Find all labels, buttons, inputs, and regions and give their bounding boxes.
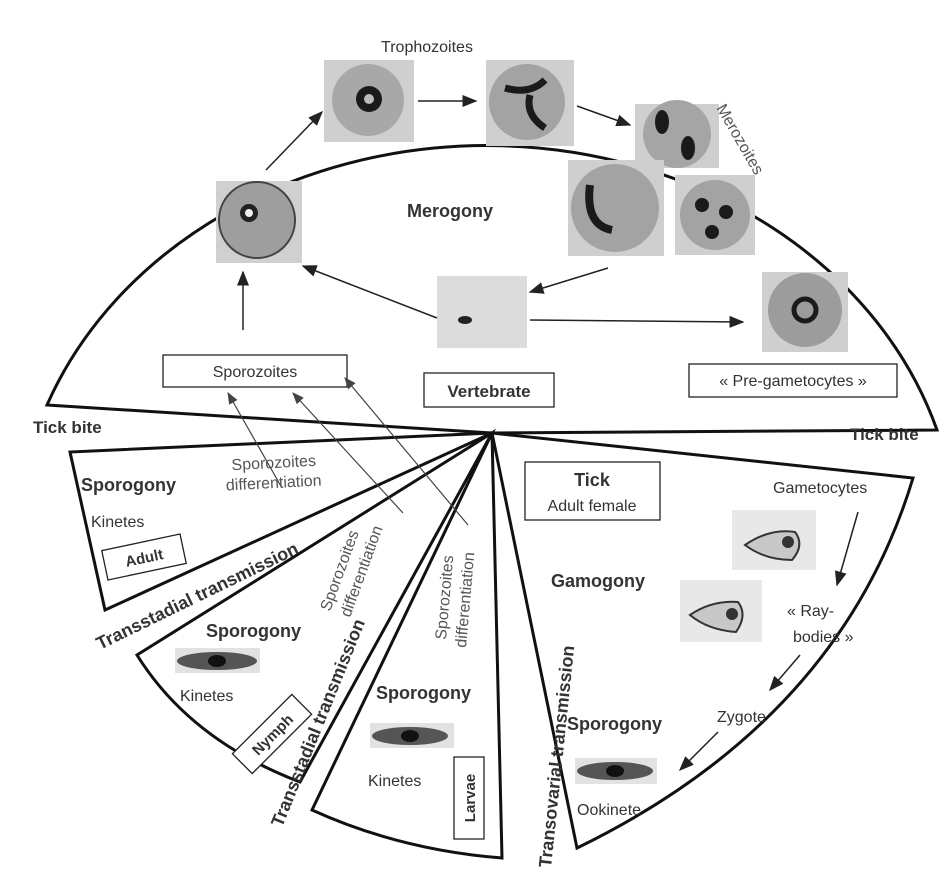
merozoites-label: Merozoites	[713, 102, 767, 178]
sporogony-larvae-label: Sporogony	[376, 683, 471, 703]
ray-bodies-label-1: « Ray-	[787, 603, 834, 620]
tick-label: Tick	[574, 470, 611, 490]
gametocytes-label: Gametocytes	[773, 480, 867, 497]
kinete-image-larvae	[370, 723, 454, 748]
gametocyte-image-2	[680, 580, 762, 642]
gametocyte-image-1	[732, 510, 816, 570]
kinete-image-nymph	[175, 648, 260, 673]
micrograph-merozoites-pair	[635, 100, 719, 168]
sporogony-nymph-label: Sporogony	[206, 621, 301, 641]
micrograph-trophozoite-dividing	[486, 60, 574, 146]
sporogony-tick-label: Sporogony	[567, 714, 662, 734]
larvae-label: Larvae	[462, 774, 479, 822]
tick-bite-left-label: Tick bite	[33, 418, 102, 437]
sporogony-adult-label: Sporogony	[81, 475, 176, 495]
merogony-label: Merogony	[407, 201, 493, 221]
tick-bite-right-label: Tick bite	[850, 425, 919, 444]
ray-bodies-label-2: bodies »	[793, 629, 854, 646]
adult-female-label: Adult female	[548, 498, 637, 515]
ookinete-image	[575, 758, 657, 784]
micrograph-free-parasite	[437, 276, 527, 348]
kinetes-nymph-label: Kinetes	[180, 688, 233, 705]
micrograph-merozoites-a	[568, 160, 664, 256]
pre-gametocytes-label: « Pre-gametocytes »	[719, 373, 867, 390]
kinetes-larvae-label: Kinetes	[368, 773, 421, 790]
kinetes-adult-label: Kinetes	[91, 514, 144, 531]
trophozoites-label: Trophozoites	[381, 39, 473, 56]
micrograph-sporozoite-cell	[216, 181, 302, 263]
micrograph-merozoites-b	[675, 175, 755, 255]
ookinete-label: Ookinete	[577, 802, 641, 819]
zygote-label: Zygote	[717, 709, 766, 726]
gamogony-label: Gamogony	[551, 571, 645, 591]
vertebrate-label: Vertebrate	[447, 382, 530, 401]
sporozoites-label: Sporozoites	[213, 364, 298, 381]
micrograph-trophozoite-ring	[324, 60, 414, 142]
micrograph-pre-gametocyte	[762, 272, 848, 352]
